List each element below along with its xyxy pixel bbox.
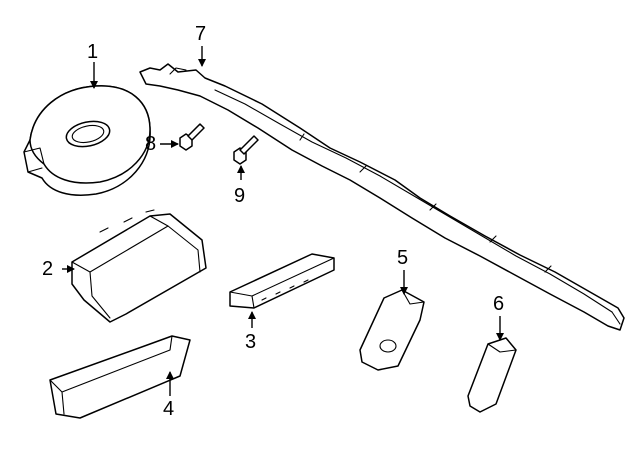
callout-3: 3 [245,331,257,353]
callout-1: 1 [87,41,99,63]
callout-8: 8 [145,133,157,155]
callout-6: 6 [493,293,505,315]
callout-5: 5 [397,247,409,269]
steering-wheel-airbag-part[interactable] [23,85,151,196]
airbag-control-module-part[interactable] [229,253,335,309]
side-impact-sensor-part[interactable] [467,337,517,413]
nut-part[interactable] [233,135,259,165]
bolt-part[interactable] [179,123,205,151]
passenger-airbag-part[interactable] [71,209,207,323]
curtain-airbag-part[interactable] [139,63,625,331]
callout-2: 2 [42,258,54,280]
impact-sensor-part[interactable] [359,289,425,371]
callout-9: 9 [234,185,246,207]
knee-airbag-part[interactable] [49,335,191,419]
callout-7: 7 [195,23,207,45]
callout-4: 4 [163,398,175,420]
